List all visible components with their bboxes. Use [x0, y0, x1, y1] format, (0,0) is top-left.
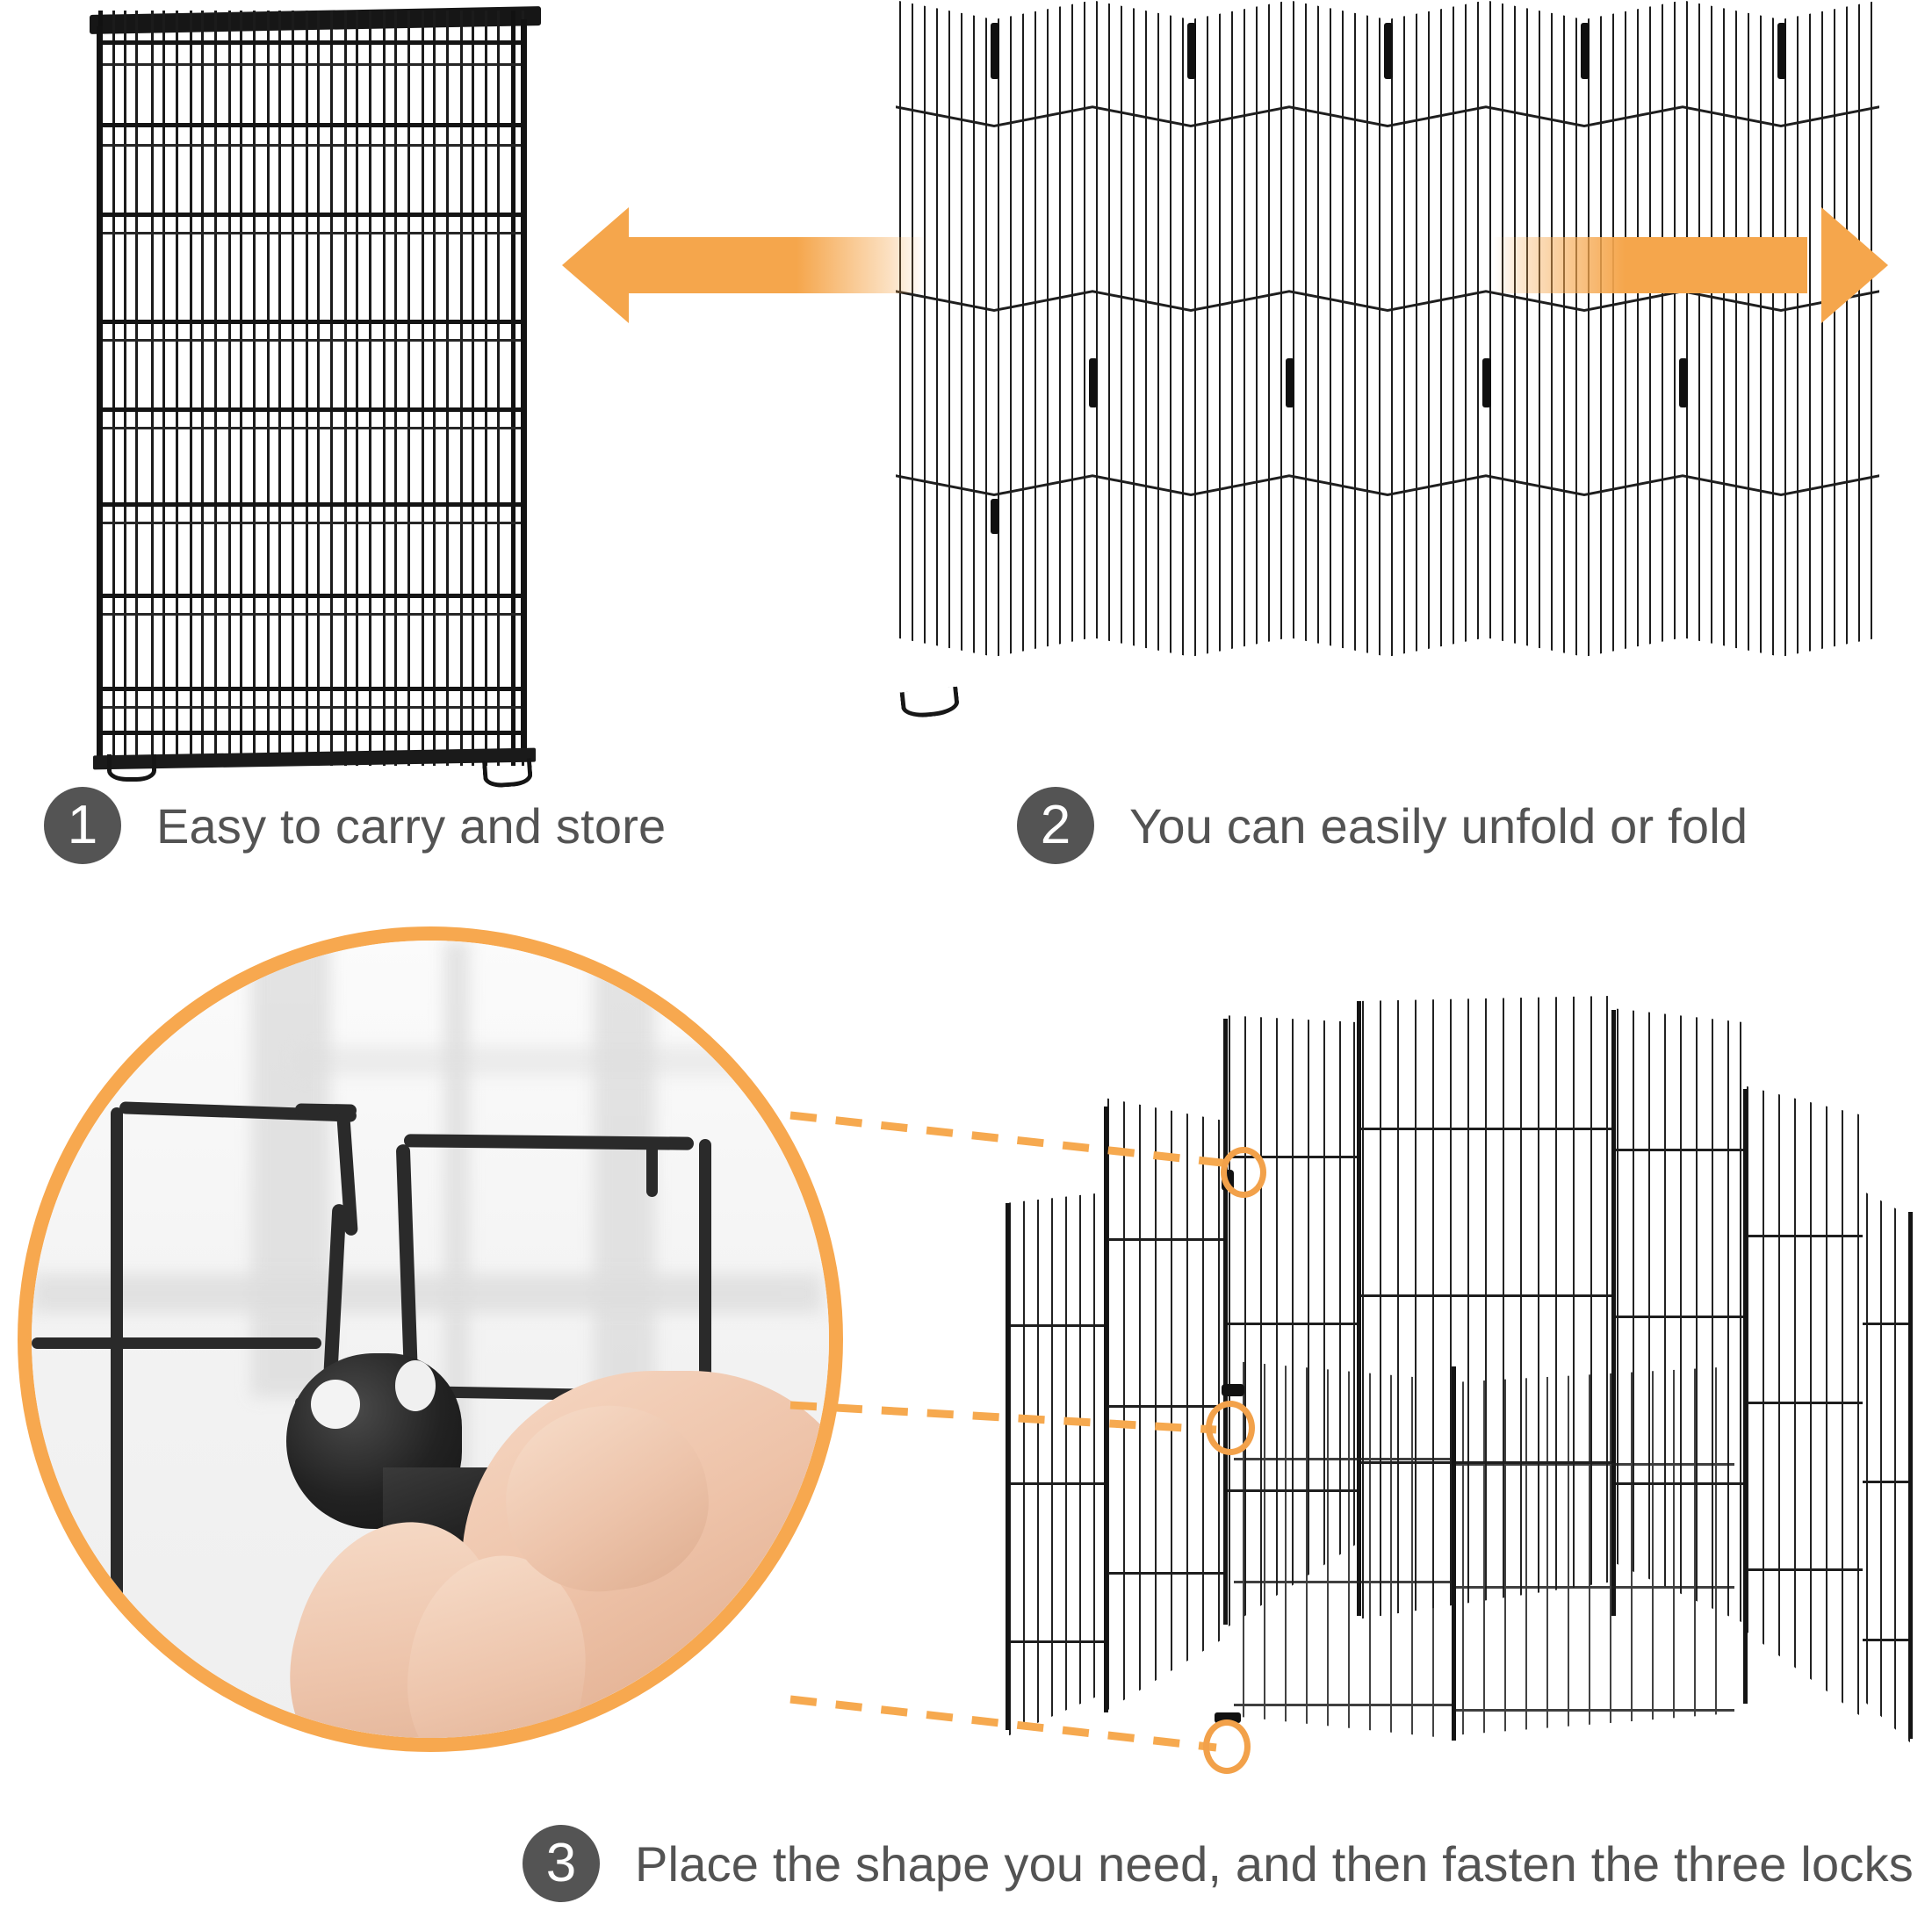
panel-stack-graphic	[90, 6, 541, 789]
step-2-caption-row: 2 You can easily unfold or fold	[1017, 787, 1748, 864]
hinge-icon	[1581, 23, 1590, 79]
pen-corner-post	[1357, 1001, 1361, 1616]
lock-callout-marker-top	[1221, 1147, 1266, 1198]
pen-panel	[1223, 1015, 1357, 1630]
stack-vertical-wires	[97, 11, 527, 766]
figure-assembled-pen	[1006, 984, 1914, 1756]
pen-corner-post	[1104, 1107, 1108, 1712]
step-3-badge: 3	[523, 1825, 600, 1902]
zigzag-leaf	[994, 0, 1092, 657]
hinge-icon	[1482, 358, 1491, 407]
hinge-icon	[1777, 23, 1786, 79]
pen-panel	[1006, 1193, 1104, 1737]
step-1-caption-row: 1 Easy to carry and store	[44, 787, 666, 864]
hinge-icon	[991, 499, 999, 534]
figure-folded-panels-stack	[90, 6, 541, 789]
panel-foot	[899, 686, 961, 720]
lock-detail-photo	[32, 941, 829, 1738]
zigzag-leaf	[1388, 0, 1486, 657]
step-3-caption-row: 3 Place the shape you need, and then fas…	[523, 1825, 1914, 1902]
hinge-icon	[1286, 358, 1294, 407]
zigzag-leaf	[1683, 0, 1781, 657]
zigzag-leaf	[1092, 0, 1191, 657]
lock-hardware	[1222, 1384, 1244, 1396]
wire-vertical	[111, 1107, 123, 1722]
stack-left-rail	[97, 26, 103, 757]
detail-zoom-circle	[18, 926, 843, 1752]
pen-corner-post-interior	[1452, 1366, 1456, 1741]
hinge-icon	[1384, 23, 1393, 79]
pen-corner-post	[1908, 1212, 1913, 1739]
pen-corner-post	[1006, 1203, 1010, 1730]
step-2-caption-text: You can easily unfold or fold	[1129, 797, 1748, 854]
arrow-right-icon	[1493, 207, 1888, 323]
lock-callout-marker-middle	[1206, 1401, 1255, 1455]
zigzag-leaf	[1781, 0, 1879, 657]
pen-panel	[1863, 1191, 1912, 1744]
pen-corner-post	[1743, 1089, 1748, 1704]
pen-panel-interior	[1234, 1361, 1453, 1739]
stack-right-rail	[521, 19, 527, 753]
lock-callout-marker-bottom	[1203, 1719, 1251, 1774]
hinge-icon	[991, 23, 999, 79]
step-1-caption-text: Easy to carry and store	[156, 797, 667, 854]
zigzag-leaf	[1584, 0, 1683, 657]
zigzag-leaf	[1486, 0, 1584, 657]
figure-accordion-zigzag	[896, 1, 1888, 762]
pen-corner-post	[1223, 1019, 1228, 1625]
hinge-icon	[1089, 358, 1098, 407]
hinge-icon	[1679, 358, 1688, 407]
panel-foot-right	[481, 758, 534, 789]
step-1-badge: 1	[44, 787, 121, 864]
pen-corner-post	[1611, 1010, 1616, 1616]
pen-panel-interior	[1453, 1366, 1734, 1735]
zigzag-leaf	[1289, 0, 1388, 657]
pen-panel	[1104, 1098, 1223, 1712]
lock-eyelet	[395, 1360, 436, 1411]
hinge-icon	[1187, 23, 1196, 79]
wire-horizontal	[32, 1337, 321, 1349]
zigzag-leaf	[896, 0, 994, 657]
step-3-caption-text: Place the shape you need, and then faste…	[635, 1835, 1914, 1892]
pen-panel	[1611, 1008, 1743, 1623]
step-2-badge: 2	[1017, 787, 1094, 864]
pen-panel	[1357, 996, 1611, 1619]
panel-foot-left	[107, 754, 156, 782]
pen-panel	[1743, 1085, 1863, 1718]
lock-eyelet	[311, 1380, 360, 1429]
zigzag-leaf	[1191, 0, 1289, 657]
